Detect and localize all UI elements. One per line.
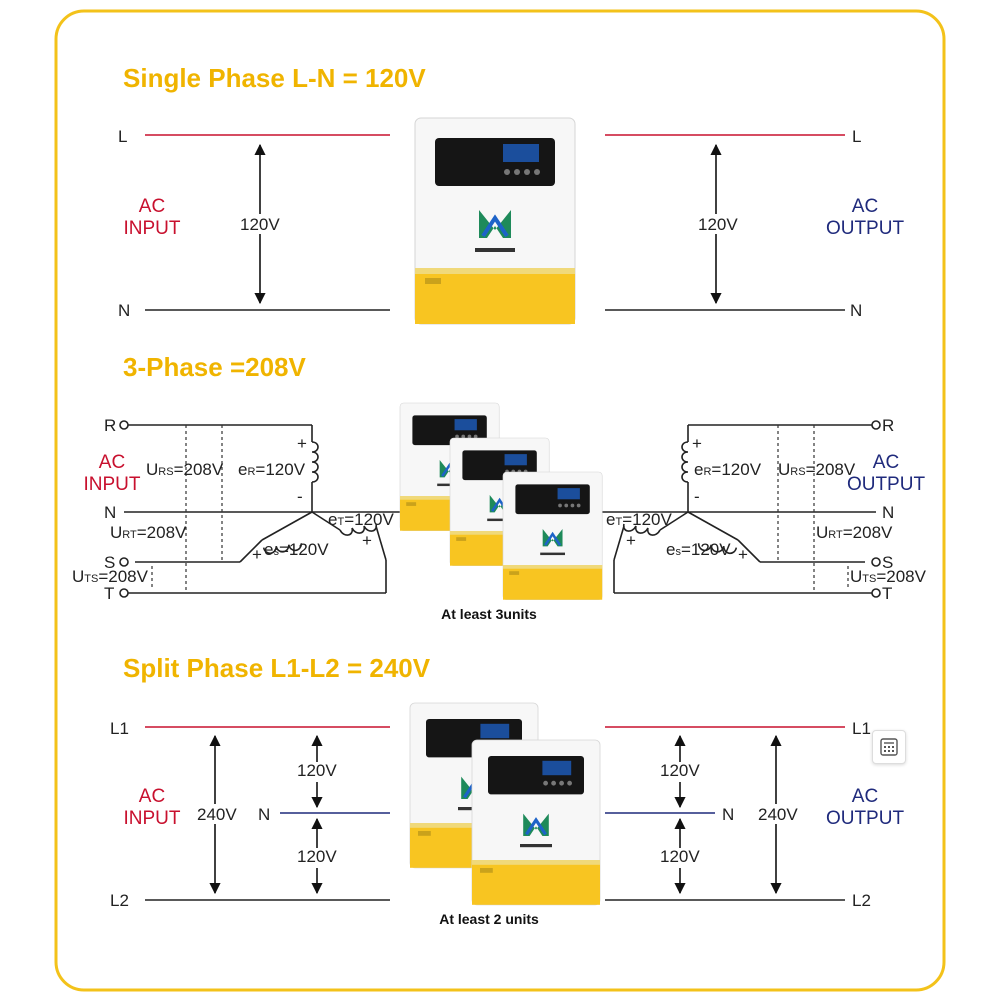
split-l2-label-in: L2 [110,891,129,910]
three-urs-out: URS=208V [778,460,856,479]
split-l1-label-in: L1 [110,719,129,738]
three-minus-r-in: - [297,487,303,506]
inverter-image-single [413,116,577,326]
three-et-in: eT=120V [328,510,394,529]
three-plus-t-out: + [626,531,636,550]
single-l-label-out: L [852,127,861,146]
three-plus-s-in: + [252,545,262,564]
split-120-out-bottom: 120V [660,847,700,866]
split-240-out: 240V [758,805,798,824]
three-es-in: es=120V [264,540,329,559]
three-uts-in: UTS=208V [72,567,149,586]
single-ac-output-ac: AC [852,196,878,217]
three-uts-out: UTS=208V [850,567,927,586]
split-n-label-in: N [258,805,270,824]
three-r-label-in: R [104,416,116,435]
single-ac-input-label: INPUT [124,218,181,239]
single-voltage-out: 120V [698,215,738,234]
three-phase-title: 3-Phase =208V [123,352,307,382]
single-l-label-in: L [118,127,127,146]
three-es-out: es=120V [666,540,731,559]
three-t-label-in: T [104,584,114,603]
three-ac-output-label: OUTPUT [847,474,926,495]
split-ac-output-ac: AC [852,786,878,807]
three-urt-in: URT=208V [110,523,187,542]
three-phase-output-circuit [600,420,881,598]
three-plus-r-out: + [692,434,702,453]
split-ac-input-label: INPUT [124,808,181,829]
split-caption: At least 2 units [439,911,539,927]
inverter-image-split-b [470,738,602,907]
three-t-label-out: T [882,584,892,603]
three-caption: At least 3units [441,606,537,622]
three-plus-t-in: + [362,531,372,550]
three-et-out: eT=120V [606,510,672,529]
three-n-label-out: N [882,503,894,522]
three-minus-r-out: - [694,487,700,506]
split-120-out-top: 120V [660,761,700,780]
frame-border [54,9,946,992]
single-n-label-out: N [850,301,862,320]
split-l1-label-out: L1 [852,719,871,738]
split-240-in: 240V [197,805,237,824]
three-s-label-out: S [882,553,893,572]
inverter-image-3c [501,470,604,601]
split-n-label-out: N [722,805,734,824]
three-n-label-in: N [104,503,116,522]
three-phase-input-circuit [119,420,400,598]
calculator-button[interactable] [872,730,906,764]
three-urs-in: URS=208V [146,460,224,479]
single-phase-title: Single Phase L-N = 120V [123,63,426,93]
three-ac-input-ac: AC [99,452,125,473]
single-voltage-in: 120V [240,215,280,234]
three-er-out: eR=120V [694,460,762,479]
three-plus-r-in: + [297,434,307,453]
calculator-icon [880,738,898,756]
three-ac-input-label: INPUT [84,474,141,495]
split-120-in-top: 120V [297,761,337,780]
split-ac-output-label: OUTPUT [826,808,905,829]
split-120-in-bottom: 120V [297,847,337,866]
three-r-label-out: R [882,416,894,435]
three-ac-output-ac: AC [873,452,899,473]
split-ac-input-ac: AC [139,786,165,807]
split-l2-label-out: L2 [852,891,871,910]
three-s-label-in: S [104,553,115,572]
three-er-in: eR=120V [238,460,306,479]
split-phase-title: Split Phase L1-L2 = 240V [123,653,431,683]
single-ac-output-label: OUTPUT [826,218,905,239]
single-n-label-in: N [118,301,130,320]
three-plus-s-out: + [738,545,748,564]
single-ac-input-ac: AC [139,196,165,217]
three-urt-out: URT=208V [816,523,893,542]
